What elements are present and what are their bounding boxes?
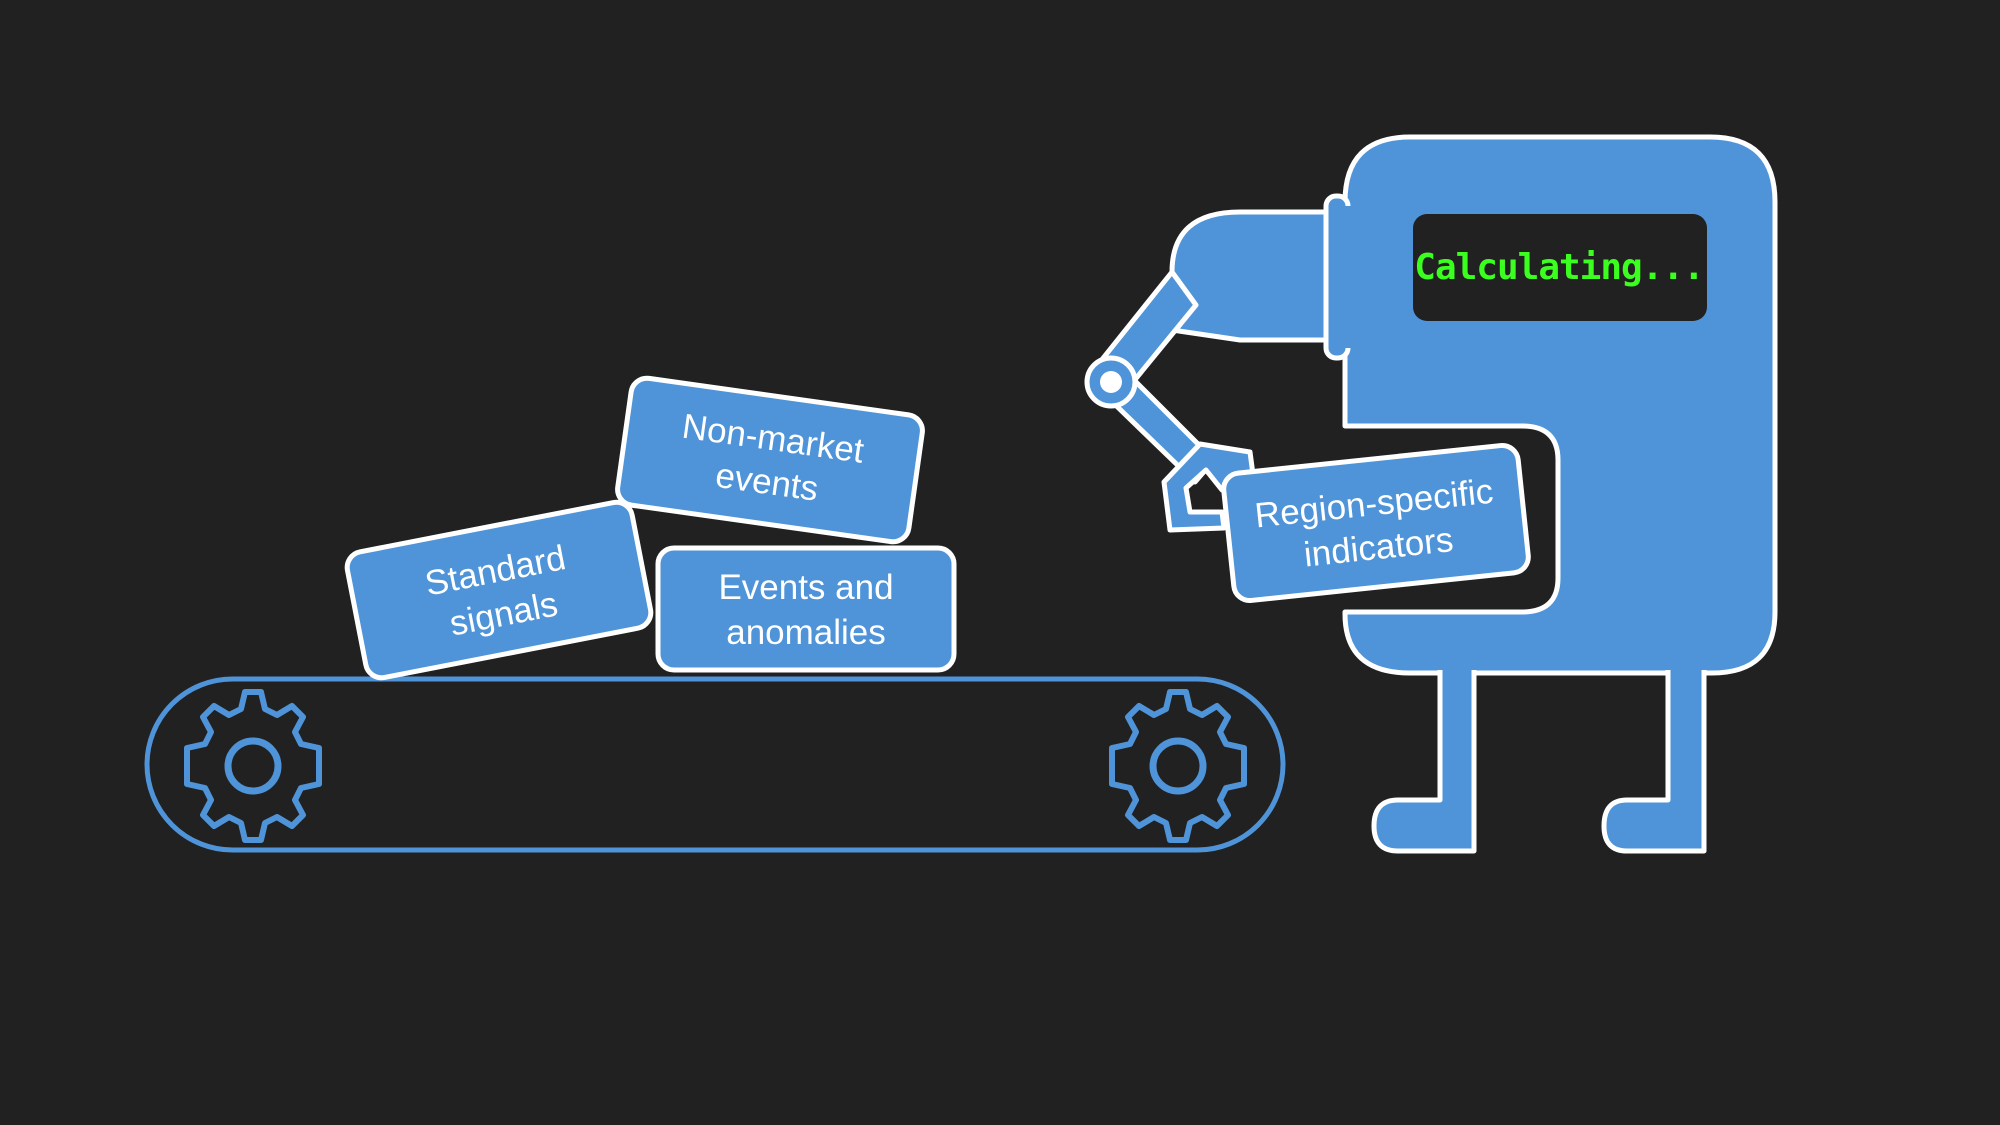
robot-screen-text: Calculating... [1414,247,1703,288]
robot-arm-joint-pin [1100,371,1122,393]
robot-arm-shoulder [1169,209,1343,343]
gear-icon [187,692,319,840]
box-non-market-events: Non-market events [615,375,925,545]
gear-icon [1112,692,1244,840]
conveyor-belt-outline [144,676,1286,853]
box-events-anomalies: Events and anomalies [655,545,957,673]
robot: Calculating... [1084,134,1778,854]
robot-leg-right [1601,670,1707,854]
box-events-anomalies-line1: Events and [718,568,893,607]
robot-screen [1413,214,1707,321]
box-region-specific: Region-specific indicators [1221,442,1531,604]
conveyor-belt [144,676,1286,853]
box-events-anomalies-line2: anomalies [726,613,886,652]
box-standard-signals: Standard signals [344,499,654,681]
robot-leg-left [1371,670,1477,854]
